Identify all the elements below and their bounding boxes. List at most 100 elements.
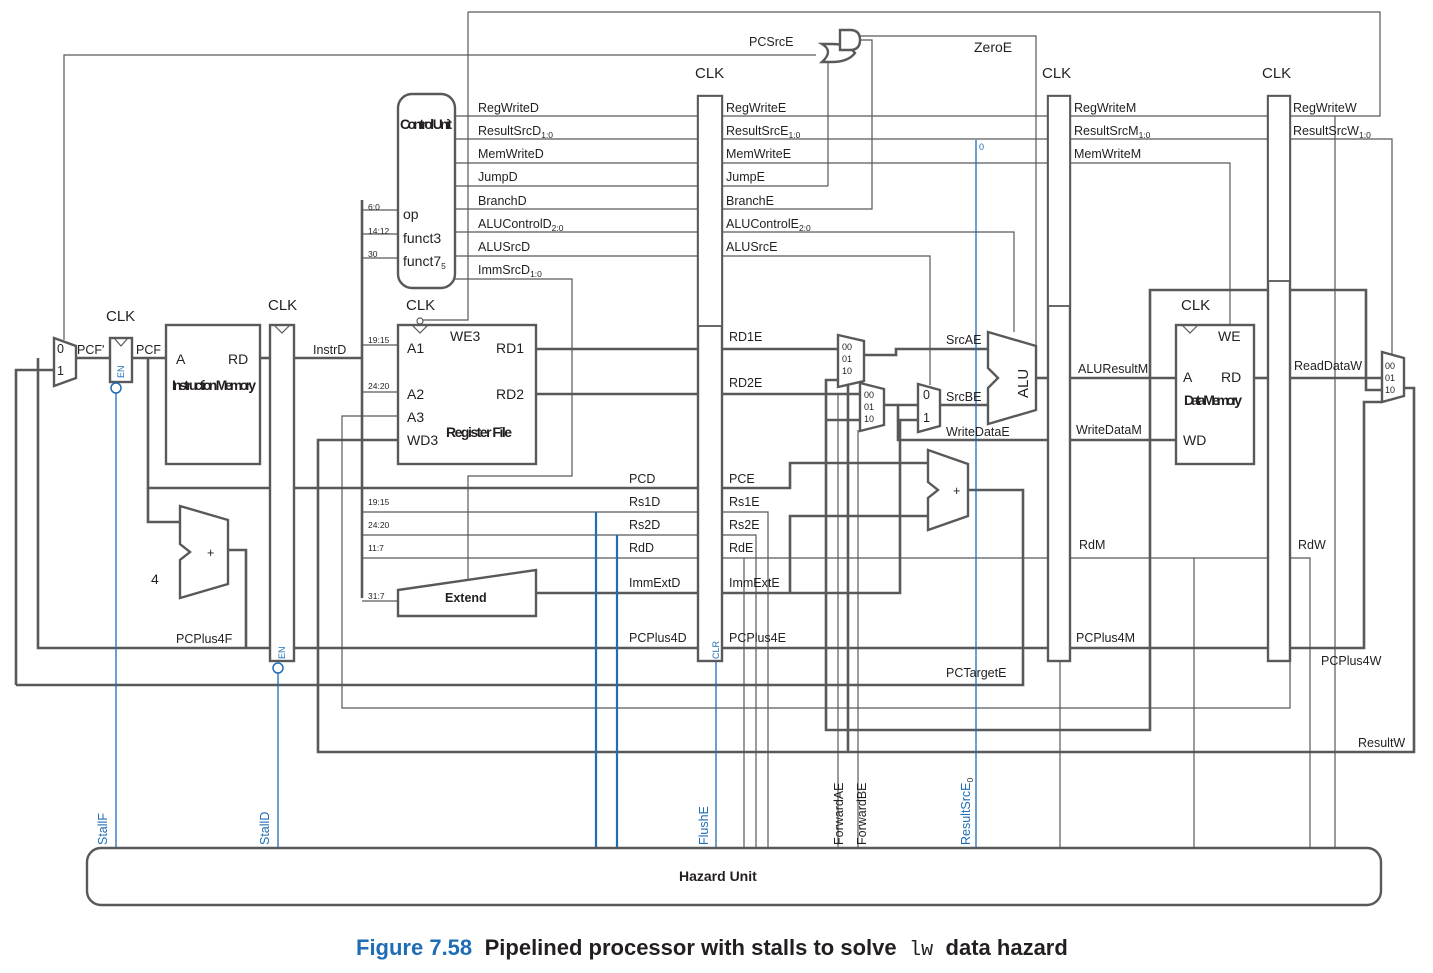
and-gate: [838, 28, 862, 52]
sig-resultsrcm: ResultSrcM1:0: [1074, 124, 1151, 140]
sig-zeroe: ZeroE: [974, 39, 1012, 55]
rf-a2-port: A2: [407, 386, 424, 402]
sig-pctargete: PCTargetE: [946, 666, 1006, 680]
sig-writedatam: WriteDataM: [1076, 423, 1142, 437]
caption-end: data hazard: [946, 935, 1068, 960]
clk-label-datamem: CLK: [1181, 297, 1210, 314]
forward-a-mux: [836, 333, 866, 389]
pc-adder-plus: +: [207, 546, 214, 560]
sig-aluresultm: ALUResultM: [1078, 362, 1148, 376]
data-memory: [1174, 323, 1256, 466]
cu-funct3-port: funct3: [403, 230, 441, 246]
imem-rd-port: RD: [228, 351, 248, 367]
sig-resultsrce0-bit: 0: [979, 142, 984, 152]
caption-text: Figure 7.58 Pipelined processor with sta…: [356, 935, 1068, 962]
sig-pcsrce: PCSrcE: [749, 35, 793, 49]
bits-funct3: 14:12: [368, 226, 390, 236]
sig-branche: BranchE: [726, 194, 774, 208]
cu-funct7-port: funct75: [403, 253, 446, 271]
fetch-en-label: EN: [116, 365, 126, 378]
sig-alusrcd: ALUSrcD: [478, 240, 530, 254]
sig-resultsrcw: ResultSrcW1:0: [1293, 124, 1371, 140]
fwd-a-mux-00: 00: [842, 342, 852, 352]
forward-b-mux: [858, 381, 886, 433]
sig-rdw: RdW: [1298, 538, 1326, 552]
result-mux-10: 10: [1385, 385, 1395, 395]
data-memory-label: Data Memory: [1184, 392, 1242, 408]
srcb-mux-input-0: 0: [923, 388, 930, 402]
sig-rd1e: RD1E: [729, 330, 762, 344]
register-file-label: Register File: [446, 424, 512, 440]
sig-rs2e: Rs2E: [729, 518, 760, 532]
cu-op-port: op: [403, 206, 419, 222]
dmem-a-port: A: [1183, 369, 1193, 385]
sig-rs1e: Rs1E: [729, 495, 760, 509]
hazard-unit-label: Hazard Unit: [679, 868, 757, 884]
sig-resultsrcd: ResultSrcD1:0: [478, 124, 553, 140]
sig-regwritee: RegWriteE: [726, 101, 786, 115]
rf-a3-port: A3: [407, 409, 424, 425]
rf-rd1-port: RD1: [496, 340, 524, 356]
hazard-unit: [85, 846, 1383, 907]
bits-rs1-a1: 19:15: [368, 335, 390, 345]
sig-memwritee: MemWriteE: [726, 147, 791, 161]
sig-pcplus4m: PCPlus4M: [1076, 631, 1135, 645]
result-mux-01: 01: [1385, 373, 1395, 383]
dmem-we-port: WE: [1218, 328, 1241, 344]
multiplexers: [52, 28, 1406, 434]
srcb-mux: [916, 382, 942, 434]
caption-code: lw: [909, 939, 933, 962]
control-unit: [396, 92, 457, 290]
instruction-memory: [164, 323, 262, 466]
srcb-mux-input-1: 1: [923, 411, 930, 425]
pc-adder: [178, 504, 230, 600]
fwd-b-mux-00: 00: [864, 390, 874, 400]
hazard-stalld: StallD: [258, 812, 272, 845]
sig-rdm: RdM: [1079, 538, 1105, 552]
target-adder: [926, 448, 970, 532]
target-adder-plus: +: [953, 484, 960, 498]
sig-jumpe: JumpE: [726, 170, 765, 184]
sig-alucontrold: ALUControlD2:0: [478, 217, 564, 233]
bits-op: 6:0: [368, 202, 380, 212]
sig-rde: RdE: [729, 541, 753, 555]
dmem-rd-port: RD: [1221, 369, 1241, 385]
sig-memwrited: MemWriteD: [478, 147, 544, 161]
hazard-forwardbe: ForwardBE: [855, 782, 869, 845]
rf-we3-port: WE3: [450, 328, 481, 344]
fwd-a-mux-01: 01: [842, 354, 852, 364]
sig-readdataw: ReadDataW: [1294, 359, 1362, 373]
result-mux-00: 00: [1385, 361, 1395, 371]
sig-pcplus4f: PCPlus4F: [176, 632, 233, 646]
clk-label-writeback: CLK: [1262, 65, 1291, 82]
imem-a-port: A: [176, 351, 186, 367]
bits-rd: 11:7: [368, 543, 384, 553]
hazard-wires: [115, 140, 977, 848]
alu: [986, 330, 1038, 426]
instruction-memory-label: Instruction Memory: [172, 377, 256, 393]
sig-jumpd: JumpD: [478, 170, 518, 184]
sig-pcd: PCD: [629, 472, 655, 486]
bits-imm: 31:7: [368, 591, 385, 601]
sig-alucontrole: ALUControlE2:0: [726, 217, 811, 233]
sig-pcf-prime: PCF': [77, 343, 104, 357]
dmem-wd-port: WD: [1183, 432, 1206, 448]
sig-rd2e: RD2E: [729, 376, 762, 390]
constant-four: 4: [151, 571, 159, 587]
pc-mux: [52, 336, 78, 388]
sig-rs1d: Rs1D: [629, 495, 660, 509]
clk-label-memory: CLK: [1042, 65, 1071, 82]
result-mux: [1380, 350, 1406, 404]
sig-regwritew: RegWriteW: [1293, 101, 1357, 115]
hazard-resultsrce0: ResultSrcE0: [959, 777, 975, 845]
clk-label-execute: CLK: [695, 65, 724, 82]
fwd-b-mux-01: 01: [864, 402, 874, 412]
sig-regwritem: RegWriteM: [1074, 101, 1136, 115]
signal-labels: PCF' PCF InstrD PCPlus4F PCSrcE ZeroE Re…: [77, 35, 1405, 750]
bits-rs2-a2: 24:20: [368, 381, 390, 391]
alu-label: ALU: [1015, 369, 1032, 398]
sig-resultw: ResultW: [1358, 736, 1405, 750]
pc-mux-input-1: 1: [57, 364, 64, 378]
hazard-stallf: StallF: [96, 813, 110, 845]
